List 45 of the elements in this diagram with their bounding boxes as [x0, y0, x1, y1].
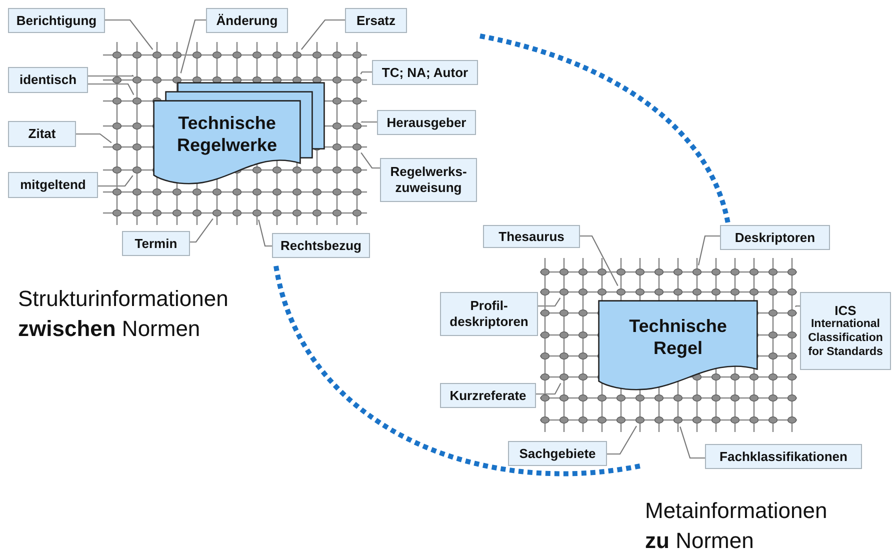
- leader-line: [795, 305, 800, 308]
- callout-label: Termin: [122, 231, 190, 256]
- callout-label: Zitat: [8, 121, 76, 147]
- callout-label: Ersatz: [345, 8, 407, 33]
- leader-line: [698, 235, 720, 266]
- document-stack: [153, 82, 325, 186]
- callout-label: Sachgebiete: [508, 441, 607, 466]
- callout-label: Profil- deskriptoren: [440, 292, 538, 336]
- leader-line: [360, 152, 380, 169]
- callout-label: Deskriptoren: [720, 225, 830, 250]
- callout-label: TC; NA; Autor: [372, 60, 478, 85]
- leader-line: [536, 382, 562, 395]
- leader-line: [258, 220, 272, 247]
- caption-text: Metainformationen zu Normen: [645, 497, 828, 550]
- leader-line: [180, 19, 206, 74]
- leader-line: [190, 218, 214, 243]
- callout-label: Rechtsbezug: [272, 233, 370, 258]
- callout-label: Berichtigung: [8, 8, 105, 33]
- leader-line: [360, 121, 377, 123]
- leader-line: [538, 298, 561, 307]
- leader-line: [76, 133, 112, 144]
- document-shape: [598, 300, 758, 392]
- leader-line: [105, 19, 154, 50]
- leader-line: [607, 426, 637, 455]
- callout-box: [800, 292, 891, 370]
- callout-text: International Classification for Standards: [807, 318, 884, 360]
- leader-line: [88, 83, 134, 96]
- document-title: Technische Regel: [628, 314, 728, 360]
- leader-line: [88, 74, 134, 77]
- leader-line: [98, 175, 134, 187]
- callout-label: identisch: [8, 67, 88, 93]
- callout-label: Thesaurus: [483, 225, 580, 248]
- callout-label: Herausgeber: [377, 110, 476, 135]
- caption-text: Strukturinformationen zwischen Normen: [18, 285, 230, 343]
- callout-label: Fachklassifikationen: [705, 444, 862, 469]
- leader-line: [580, 235, 618, 286]
- callout-label: Kurzreferate: [440, 383, 536, 408]
- leader-line: [300, 19, 345, 50]
- leader-line: [360, 71, 372, 74]
- callout-heading: ICS: [834, 302, 856, 318]
- callout-label: Änderung: [206, 8, 288, 33]
- leader-line: [680, 426, 705, 459]
- document-title: Technische Regelwerke: [176, 112, 278, 157]
- callout-label: Regelwerks- zuweisung: [380, 158, 477, 202]
- callout-label: mitgeltend: [8, 172, 98, 198]
